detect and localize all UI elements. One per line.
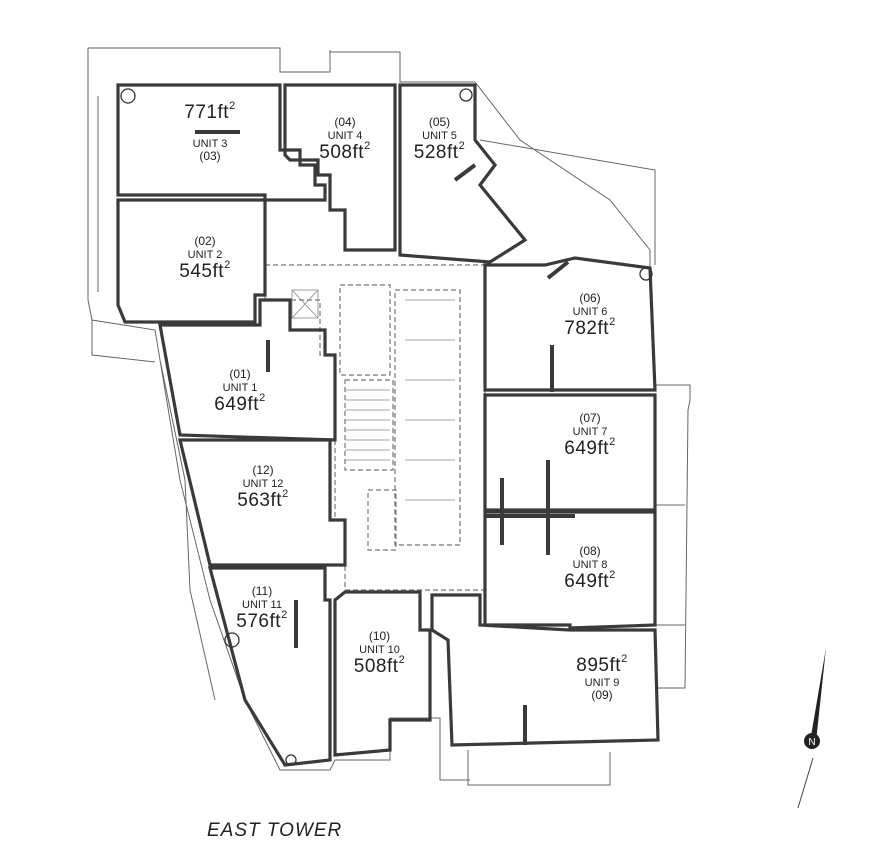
tower-title: EAST TOWER — [207, 820, 343, 841]
unit-5-label: (05) UNIT 5 528ft2 — [413, 115, 466, 164]
unit-3-label: 771ft2 UNIT 3 (03) — [184, 100, 236, 164]
unit-9-label: 895ft2 UNIT 9 (09) — [576, 653, 628, 703]
corridor-core — [264, 264, 486, 591]
unit-1-walls — [158, 298, 337, 442]
partition-unit-6b — [546, 260, 570, 280]
unit-8-label: (08) UNIT 8 649ft2 — [564, 544, 616, 593]
north-balcony — [279, 50, 331, 72]
east-balcony — [655, 384, 691, 689]
elevator-shaft — [394, 289, 461, 546]
column-circle — [459, 88, 473, 102]
elevator-lines — [405, 299, 455, 501]
unit-10-walls — [333, 590, 432, 757]
unit-4-label: (04) UNIT 4 508ft2 — [319, 115, 371, 164]
unit-6-walls — [483, 256, 657, 392]
svg-text:N: N — [808, 737, 815, 748]
column-circle — [639, 267, 653, 281]
unit-3-walls — [116, 83, 327, 202]
shaft-box-x — [291, 289, 319, 319]
unit-9-walls — [430, 593, 660, 747]
partition-unit-5 — [453, 163, 477, 182]
unit-5-walls — [398, 83, 528, 264]
partition-unit-7 — [485, 460, 575, 555]
column-circle — [120, 88, 136, 104]
service-room — [367, 489, 397, 551]
balcony-outline — [87, 47, 656, 781]
stair-treads — [345, 389, 390, 461]
unit-10-label: (10) UNIT 10 508ft2 — [353, 629, 406, 678]
stair-core — [339, 284, 391, 376]
shaft-box — [291, 289, 319, 319]
unit-2-walls — [116, 198, 267, 324]
column-circle — [224, 632, 240, 648]
unit-11-walls — [207, 566, 332, 767]
unit-11-label: (11) UNIT 11 576ft2 — [236, 584, 288, 633]
north-arrow-icon: N — [797, 648, 826, 809]
unit-12-label: (12) UNIT 12 563ft2 — [237, 463, 289, 512]
unit-2-label: (02) UNIT 2 545ft2 — [179, 234, 231, 283]
south-balcony — [467, 750, 611, 786]
unit-12-walls — [177, 438, 347, 567]
unit-1-label: (01) UNIT 1 649ft2 — [214, 367, 266, 416]
unit-7-label: (07) UNIT 7 649ft2 — [564, 411, 616, 460]
column-circle — [285, 754, 297, 766]
unit-6-label: (06) UNIT 6 782ft2 — [564, 291, 616, 340]
unit-7-walls — [483, 393, 657, 512]
unit-4-walls — [283, 83, 397, 252]
stair-core-2 — [344, 379, 394, 471]
